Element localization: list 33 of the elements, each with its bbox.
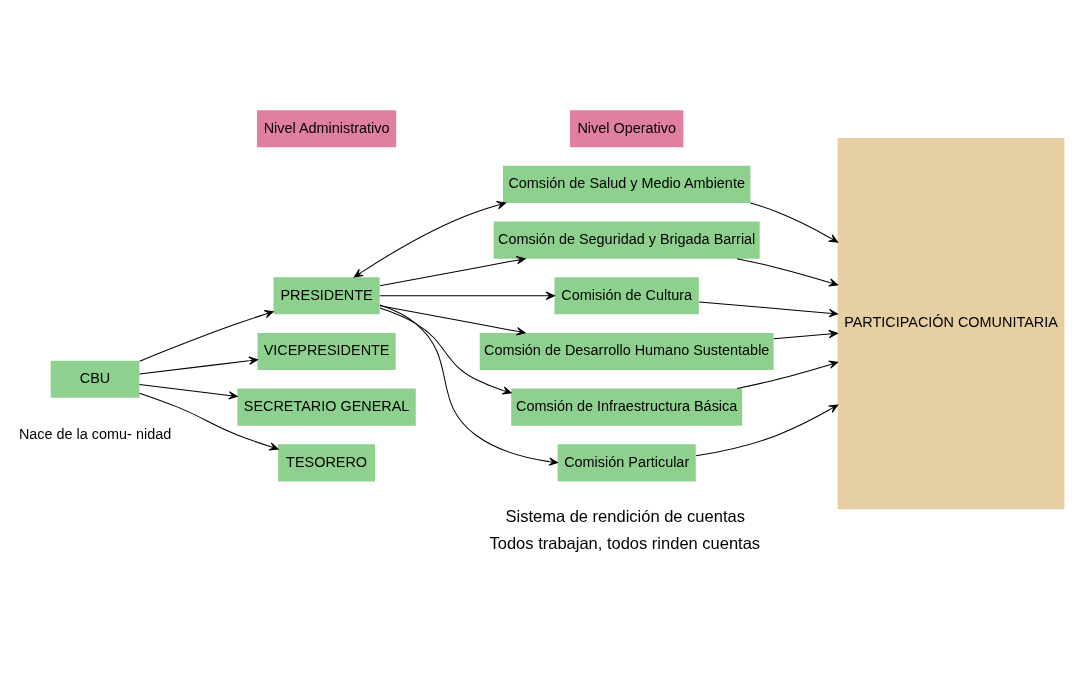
arrow [379,304,526,335]
arrow [695,404,839,456]
arrow [139,356,258,375]
node-box: PARTICIPACIÓN COMUNITARIA [837,137,1065,509]
node-box: TESORERO [278,443,376,481]
node-box: SECRETARIO GENERAL [237,388,416,426]
node-box: Comisión de Cultura [554,276,699,314]
node-label: Nace de la comu- nidad [18,425,172,442]
arrow [379,291,555,300]
arrow [139,392,279,451]
node-box: Comsión de Infraestructura Básica [511,388,743,426]
node-box: Comsión de Desarrollo Humano Sustentable [479,332,774,370]
node-box: VICEPRESIDENTE [257,332,396,370]
arrow [379,255,526,286]
arrow [353,200,507,278]
label: Todos trabajan, todos rinden cuentas [489,533,761,552]
arrow [736,257,839,287]
arrow [139,383,238,400]
node-box: PRESIDENTE [273,276,380,314]
label: Sistema de rendición de cuentas [505,506,745,525]
arrow [736,360,839,389]
node-box: Comsión de Seguridad y Brigada Barrial [493,221,760,259]
arrow [773,329,838,339]
arrow [379,307,512,395]
node-box: Nivel Operativo [569,109,684,147]
arrow [749,202,839,243]
arrow [698,300,838,317]
arrow [139,309,274,362]
node-box: Comsión de Salud y Medio Ambiente [502,165,751,203]
arrow [379,304,558,466]
node-box: Comisión Particular [557,443,696,481]
node-box: Nivel Administrativo [256,109,397,147]
node-box: CBU [50,360,140,398]
